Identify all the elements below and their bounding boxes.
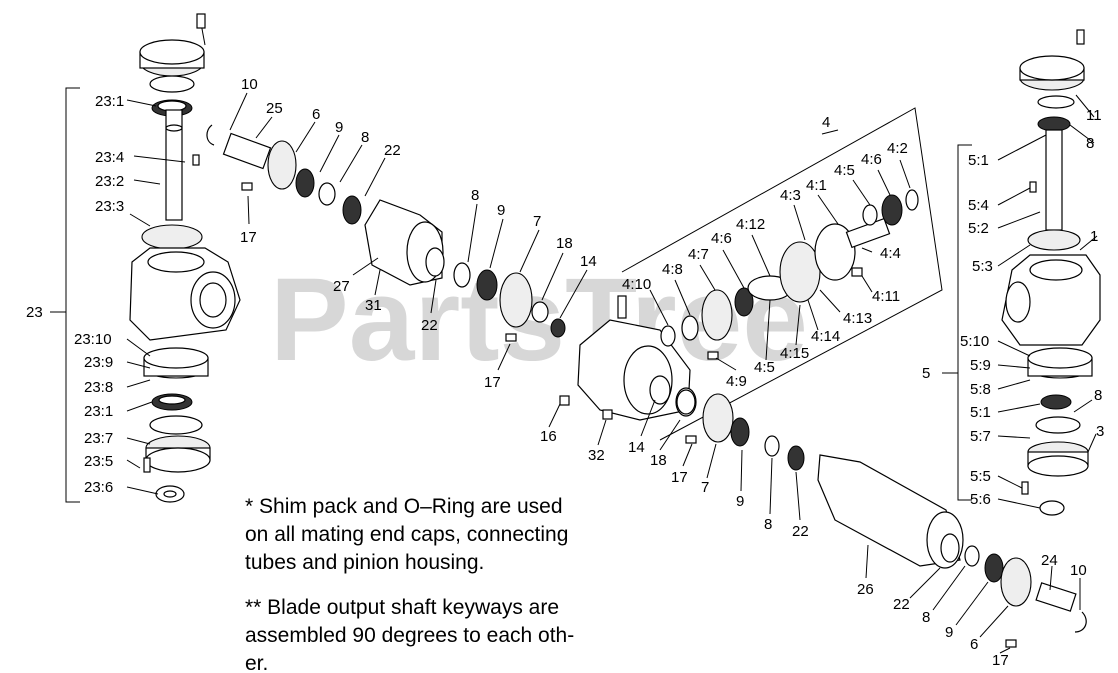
callout: 4:2 [887,140,908,157]
callout: 4:4 [880,245,901,262]
callout: 8 [361,129,369,146]
callout-labels: 23:1 23:4 23:2 23:3 23 23:10 23:9 23:8 2… [26,76,1104,669]
callout: 32 [588,447,605,464]
callout: 4 [822,114,830,131]
callout: 23:6 [84,479,113,496]
callout: 17 [992,652,1009,669]
callout: 5:7 [970,428,991,445]
callout: 4:11 [872,288,900,305]
footnote-line: tubes and pinion housing. [245,551,485,574]
callout: 5:1 [970,404,991,421]
callout: 23:3 [95,198,124,215]
bracket-5 [957,144,972,501]
callout: 4:8 [662,261,683,278]
leader-lines [126,92,1098,654]
callout: 26 [857,581,874,598]
callout: 8 [1086,135,1094,152]
callout: 5:6 [970,491,991,508]
bracket-23 [65,87,80,503]
callout: 6 [312,106,320,123]
callout: 22 [792,523,809,540]
callout: 23:1 [84,403,113,420]
callout: 9 [736,493,744,510]
callout: 9 [335,119,343,136]
callout: 5 [922,365,930,382]
callout: 8 [1094,387,1102,404]
callout: 5:5 [970,468,991,485]
callout: 17 [484,374,501,391]
callout: 23:8 [84,379,113,396]
callout: 11 [1086,107,1102,124]
callout: 4:5 [834,162,855,179]
center-drive-line [206,124,566,342]
callout: 18 [650,452,667,469]
callout: 4:3 [780,187,801,204]
callout: 8 [471,187,479,204]
footnote-line: ** Blade output shaft keyways are [245,596,560,619]
callout: 24 [1041,552,1058,569]
callout: 4:14 [811,328,840,345]
callout: 8 [922,609,930,626]
footnote-shim-pack: * Shim pack and O–Ring are used on all m… [245,493,568,577]
callout: 7 [701,479,709,496]
callout: 14 [628,439,645,456]
callout: 4:5 [754,359,775,376]
callout: 4:7 [688,246,709,263]
callout: 4:12 [736,216,765,233]
callout: 4:10 [622,276,651,293]
callout: 23 [26,304,43,321]
right-gearbox-assembly [1001,29,1101,516]
callout: 7 [533,213,541,230]
callout: 5:4 [968,197,989,214]
footnote-keyways: ** Blade output shaft keyways are assemb… [245,594,574,673]
callout: 22 [421,317,438,334]
output-drive-line [676,389,1087,648]
footnote-line: on all mating end caps, connecting [245,523,569,546]
callout: 10 [241,76,258,93]
callout: 6 [970,636,978,653]
footnote-line: * Shim pack and O–Ring are used [245,495,563,518]
callout: 16 [540,428,557,445]
callout: 4:1 [806,177,827,194]
callout: 17 [240,229,257,246]
callout: 4:13 [843,310,872,327]
footnote-line: assembled 90 degrees to each oth- [245,624,575,647]
callout: 5:1 [968,152,989,169]
callout: 22 [893,596,910,613]
footnote-line: er. [245,652,269,673]
callout: 27 [333,278,350,295]
callout: 8 [764,516,772,533]
callout: 5:2 [968,220,989,237]
callout: 25 [266,100,283,117]
callout: 18 [556,235,573,252]
callout: 4:6 [861,151,882,168]
callout: 23:5 [84,453,113,470]
callout: 31 [365,297,382,314]
left-gearbox-assembly [129,13,241,503]
callout: 23:10 [74,331,112,348]
callout: 14 [580,253,597,270]
callout: 17 [671,469,688,486]
callout: 3 [1096,423,1104,440]
callout: 5:9 [970,357,991,374]
callout: 9 [945,624,953,641]
callout: 23:2 [95,173,124,190]
callout: 23:1 [95,93,124,110]
callout: 5:10 [960,333,989,350]
callout: 1 [1090,228,1098,245]
callout: 9 [497,202,505,219]
callout: 4:15 [780,345,809,362]
callout: 5:8 [970,381,991,398]
callout: 4:6 [711,230,732,247]
input-shaft-assembly-4 [621,107,943,441]
callout: 23:9 [84,354,113,371]
callout: 22 [384,142,401,159]
callout: 23:7 [84,430,113,447]
callout: 5:3 [972,258,993,275]
callout: 4:9 [726,373,747,390]
callout: 23:4 [95,149,124,166]
callout: 10 [1070,562,1087,579]
